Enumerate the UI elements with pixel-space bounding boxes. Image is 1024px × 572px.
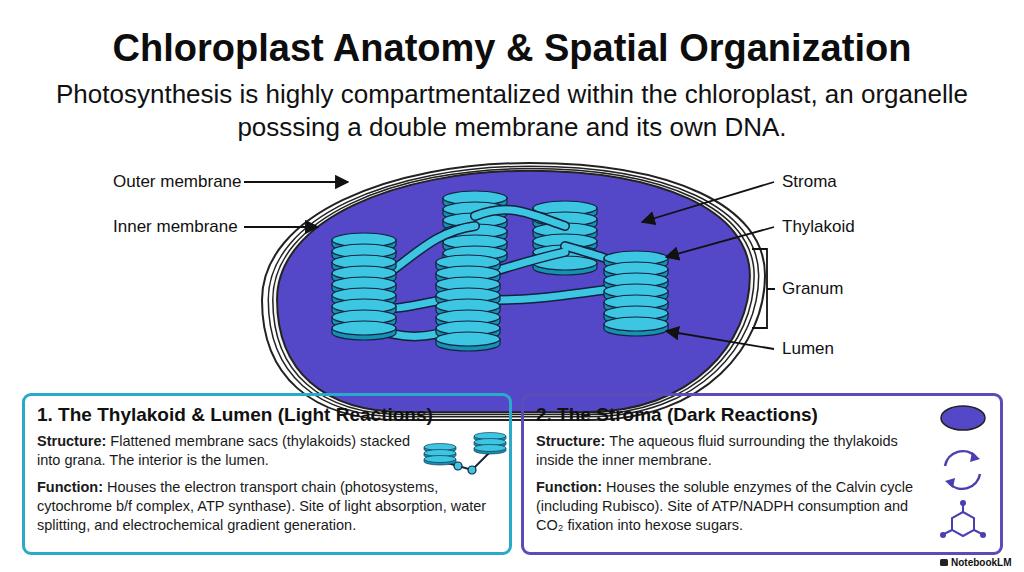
icon-node — [468, 466, 476, 474]
watermark-icon — [940, 559, 948, 566]
field-key: Structure: — [37, 433, 106, 449]
molecule-atom — [980, 532, 986, 538]
inner-membrane — [273, 169, 754, 415]
icon-disc — [474, 439, 506, 449]
part-label: Outer membrane — [113, 171, 242, 193]
part-label: Thylakoid — [782, 216, 855, 238]
part-label: Stroma — [782, 171, 837, 193]
stroma-region — [277, 171, 750, 413]
box-heading: 1. The Thylakoid & Lumen (Light Reaction… — [37, 403, 497, 427]
icon-link — [444, 452, 490, 470]
thylakoid-icon — [424, 433, 506, 475]
diagram-title: Chloroplast Anatomy & Spatial Organizati… — [0, 26, 1024, 70]
subtitle: Photosynthesis is highly compartmentaliz… — [27, 78, 997, 144]
leader-line — [244, 181, 348, 183]
leader-line — [666, 227, 774, 257]
box-paragraph: Structure:The aqueous fluid surrounding … — [536, 432, 936, 470]
membrane-ring — [268, 166, 758, 417]
granum-bracket — [752, 249, 775, 328]
icon-disc — [424, 444, 456, 454]
icon-disc — [474, 433, 506, 443]
icon-disc — [424, 450, 456, 460]
stroma-icons — [940, 406, 986, 538]
molecule-atom — [960, 500, 966, 506]
thylakoid-disc — [604, 317, 668, 336]
icon-disc — [474, 445, 506, 455]
field-text: Houses the electron transport chain (pho… — [37, 479, 486, 533]
leader-line — [666, 331, 774, 349]
thylakoid-disc — [436, 332, 500, 351]
cycle-arrow-head — [945, 478, 955, 488]
leader-line — [642, 182, 774, 222]
box-paragraph: Function:Houses the electron transport c… — [37, 478, 499, 535]
icon-disc — [424, 456, 456, 466]
watermark: NotebookLM — [951, 556, 1012, 569]
box-paragraph: Function:Houses the soluble enzymes of t… — [536, 478, 936, 535]
stack-front — [332, 233, 668, 351]
part-label: Inner membrane — [113, 216, 238, 238]
outer-membrane — [262, 163, 765, 420]
cycle-arrow — [949, 474, 980, 489]
lamella-outline — [475, 210, 565, 226]
cycle-arrow-head — [970, 452, 980, 462]
leader-lines — [244, 182, 775, 349]
icon-node — [454, 462, 462, 470]
box-heading: 2. The Stroma (Dark Reactions) — [536, 403, 988, 427]
part-label: Granum — [782, 278, 843, 300]
field-key: Function: — [37, 479, 103, 495]
leader-line — [244, 226, 318, 228]
watermark-mark — [940, 559, 948, 566]
thylakoid-disc — [332, 321, 396, 340]
box-paragraph: Structure:Flattened membrane sacs (thyla… — [37, 432, 429, 470]
part-label: Lumen — [782, 338, 834, 360]
molecule-atom — [940, 532, 946, 538]
stroma-icon — [941, 406, 985, 430]
molecule-ring — [952, 512, 974, 536]
molecule-bond — [944, 504, 982, 534]
info-box: 1. The Thylakoid & Lumen (Light Reaction… — [22, 393, 512, 555]
field-key: Function: — [536, 479, 602, 495]
stroma-lamellae — [364, 210, 636, 337]
cycle-arrow — [945, 451, 976, 466]
stroma-lamella — [475, 210, 565, 226]
field-key: Structure: — [536, 433, 605, 449]
chloroplast-body — [262, 163, 765, 420]
info-box: 2. The Stroma (Dark Reactions) Structure:… — [521, 393, 1003, 555]
